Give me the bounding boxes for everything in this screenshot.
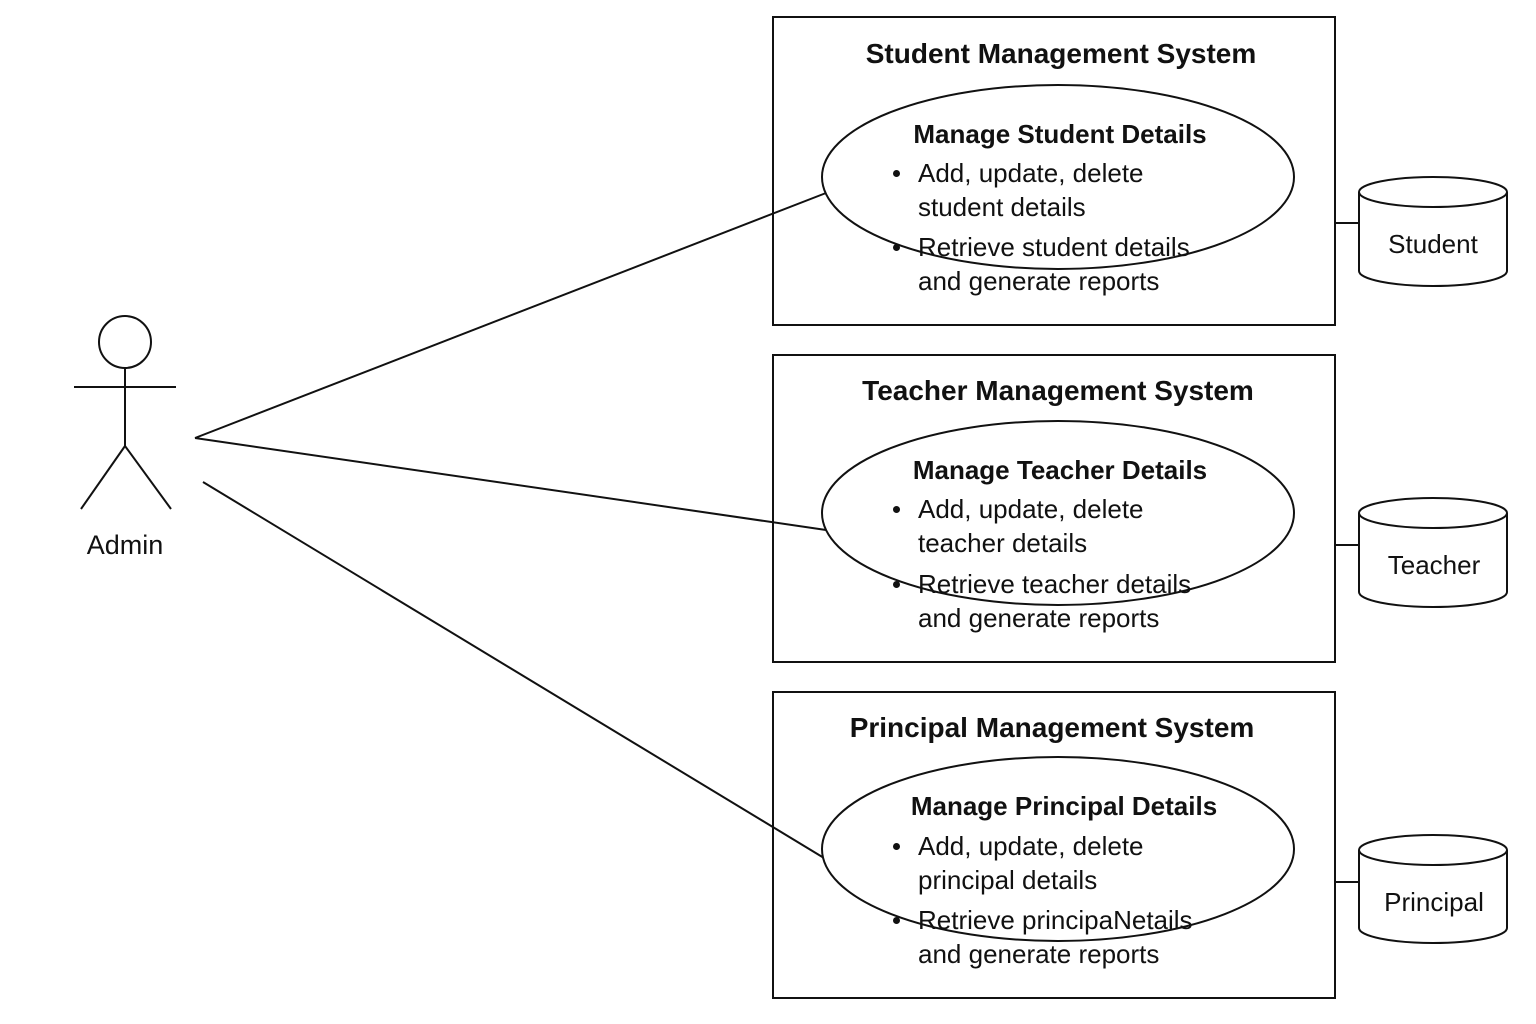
actor-right-leg (124, 445, 172, 510)
association-line-teacher (194, 437, 827, 531)
use-case-bullet-principal-add: Add, update, delete (918, 831, 1144, 861)
system-boundary-teacher (772, 354, 1336, 663)
use-case-bullet-student-retrieve: Retrieve student details (918, 232, 1190, 262)
actor-label-admin: Admin (86, 530, 164, 560)
bullet-dot (893, 506, 900, 513)
use-case-ellipse-principal (821, 756, 1295, 942)
association-line-principal (202, 481, 825, 859)
bullet-dot (893, 917, 900, 924)
use-case-bullet-teacher-add-cont: teacher details (918, 528, 1088, 558)
bullet-dot (893, 843, 900, 850)
use-case-bullet-student-add: Add, update, delete (918, 158, 1144, 188)
use-case-bullet-teacher-retrieve-cont: and generate reports (918, 603, 1160, 633)
use-case-bullet-principal-retrieve-cont: and generate reports (918, 939, 1160, 969)
use-case-title-student: Manage Student Details (913, 119, 1207, 149)
use-case-bullet-teacher-add: Add, update, delete (918, 494, 1144, 524)
bullet-dot (893, 244, 900, 251)
use-case-bullet-principal-add-cont: principal details (918, 865, 1098, 895)
system-title-principal: Principal Management System (849, 712, 1255, 743)
database-icon-principal (1358, 834, 1508, 944)
datastore-label-teacher: Teacher (1387, 550, 1481, 580)
use-case-ellipse-student (821, 84, 1295, 270)
bullet-dot (893, 170, 900, 177)
system-boundary-student (772, 16, 1336, 326)
database-icon-teacher (1358, 497, 1508, 608)
datastore-label-student: Student (1388, 229, 1478, 259)
actor-head (98, 315, 152, 369)
datastore-label-principal: Principal (1384, 887, 1484, 917)
association-line-student (194, 192, 827, 439)
system-title-teacher: Teacher Management System (862, 375, 1254, 406)
system-boundary-principal (772, 691, 1336, 999)
actor-left-leg (80, 445, 126, 510)
use-case-title-principal: Manage Principal Details (910, 791, 1218, 821)
system-title-student: Student Management System (865, 38, 1257, 69)
database-icon-student (1358, 176, 1508, 287)
use-case-bullet-principal-retrieve: Retrieve principaNetails (918, 905, 1193, 935)
use-case-bullet-teacher-retrieve: Retrieve teacher details (918, 569, 1192, 599)
bullet-dot (893, 581, 900, 588)
use-case-bullet-student-retrieve-cont: and generate reports (918, 266, 1160, 296)
use-case-ellipse-teacher (821, 420, 1295, 606)
use-case-title-teacher: Manage Teacher Details (912, 455, 1208, 485)
use-case-bullet-student-add-cont: student details (918, 192, 1086, 222)
admin-actor-figure (74, 315, 176, 510)
